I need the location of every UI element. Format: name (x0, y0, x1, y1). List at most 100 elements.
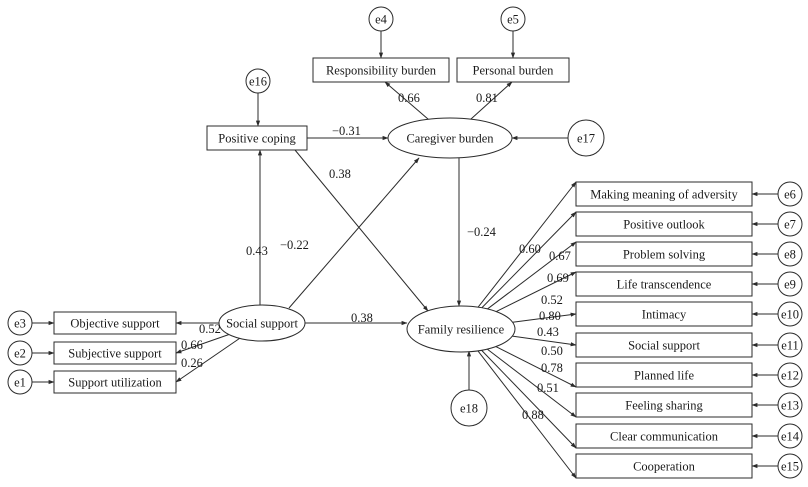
observed-label: Objective support (70, 317, 160, 331)
observed-label: Positive outlook (623, 218, 705, 232)
error-term-e2 (7, 340, 33, 366)
observed-label: Social support (628, 339, 700, 353)
observed-making-meaning (575, 181, 753, 207)
path-coefficient: −0.31 (332, 124, 361, 138)
labels-layer: 0.43−0.310.38−0.22−0.240.380.520.660.260… (181, 91, 571, 422)
observed-label: Planned life (634, 369, 695, 383)
error-label: e17 (577, 132, 595, 146)
latent-caregiver-burden (387, 117, 513, 159)
observed-label: Cooperation (633, 460, 696, 474)
loading-coefficient: 0.51 (537, 381, 559, 395)
observed-intimacy (575, 301, 753, 327)
loading-coefficient: 0.69 (547, 271, 569, 285)
loading-family-resilience-to-problem-solving (487, 241, 577, 310)
observed-label: Support utilization (68, 376, 162, 390)
loading-coefficient: 0.43 (537, 325, 559, 339)
error-label: e10 (781, 308, 799, 322)
loading-family-resilience-to-clear-communication (481, 349, 577, 449)
error-label: e5 (507, 13, 519, 27)
error-term-e17 (567, 119, 605, 157)
loading-coefficient: 0.52 (199, 322, 221, 336)
error-term-e18 (450, 389, 488, 427)
error-label: e16 (249, 75, 267, 89)
error-term-e15 (777, 453, 803, 479)
path-positive-coping-to-family-resilience (294, 149, 429, 312)
loading-social-support-to-support-utilization (175, 337, 240, 383)
loading-coefficient: 0.26 (181, 356, 203, 370)
observed-label: Clear communication (610, 430, 719, 444)
error-term-e12 (777, 362, 803, 388)
loading-coefficient: 0.66 (398, 91, 420, 105)
observed-personal-burden (456, 57, 570, 83)
error-term-e13 (777, 392, 803, 418)
error-label: e4 (375, 13, 388, 27)
loading-family-resilience-to-feeling-sharing (486, 348, 577, 418)
loading-family-resilience-to-cooperation (477, 350, 577, 479)
error-label: e18 (460, 402, 478, 416)
loading-coefficient: 0.80 (539, 309, 561, 323)
loading-coefficient: 0.88 (522, 408, 544, 422)
error-label: e7 (784, 218, 796, 232)
latent-label: Social support (226, 317, 298, 331)
observed-fr-social-support (575, 332, 753, 358)
loading-coefficient: 0.52 (541, 293, 563, 307)
path-coefficient: 0.38 (351, 311, 373, 325)
error-label: e6 (784, 188, 796, 202)
error-term-e7 (777, 211, 803, 237)
observed-label: Life transcendence (617, 278, 712, 292)
observed-label: Making meaning of adversity (590, 188, 738, 202)
observed-label: Feeling sharing (625, 399, 703, 413)
observed-problem-solving (575, 241, 753, 267)
error-label: e11 (781, 339, 799, 353)
path-coefficient: −0.22 (280, 238, 309, 252)
loading-caregiver-burden-to-responsibility-burden (384, 81, 429, 120)
path-coefficient: 0.43 (246, 244, 268, 258)
loading-caregiver-burden-to-personal-burden (470, 81, 513, 120)
error-term-e16 (245, 68, 271, 94)
latent-family-resilience (406, 305, 516, 353)
latent-label: Caregiver burden (406, 132, 494, 146)
observed-clear-communication (575, 423, 753, 449)
error-label: e3 (14, 317, 26, 331)
error-label: e1 (14, 376, 26, 390)
observed-feeling-sharing (575, 392, 753, 418)
observed-label: Positive coping (218, 132, 296, 146)
loading-coefficient: 0.67 (549, 249, 571, 263)
observed-planned-life (575, 362, 753, 388)
loading-coefficient: 0.78 (541, 361, 563, 375)
observed-life-transcendence (575, 271, 753, 297)
observed-objective-support (53, 311, 177, 335)
observed-label: Subjective support (68, 347, 162, 361)
loading-social-support-to-subjective-support (175, 334, 230, 354)
error-term-e10 (777, 301, 803, 327)
observed-label: Intimacy (642, 308, 687, 322)
error-term-e3 (7, 310, 33, 336)
error-term-e11 (777, 332, 803, 358)
observed-label: Problem solving (623, 248, 706, 262)
error-label: e14 (781, 430, 800, 444)
observed-cooperation (575, 453, 753, 479)
loading-family-resilience-to-positive-outlook (481, 211, 577, 309)
loading-family-resilience-to-life-transcendence (495, 271, 577, 313)
edges-layer (32, 31, 778, 479)
error-term-e4 (368, 6, 394, 32)
error-term-e9 (777, 271, 803, 297)
observed-label: Personal burden (473, 64, 555, 78)
loading-coefficient: 0.50 (541, 344, 563, 358)
latent-label: Family resilience (418, 323, 505, 337)
loading-coefficient: 0.81 (476, 91, 498, 105)
path-coefficient: −0.24 (467, 225, 497, 239)
error-term-e1 (7, 369, 33, 395)
error-term-e14 (777, 423, 803, 449)
loading-family-resilience-to-intimacy (512, 312, 577, 323)
error-label: e13 (781, 399, 799, 413)
error-label: e9 (784, 278, 796, 292)
loading-coefficient: 0.60 (519, 242, 541, 256)
error-term-e5 (500, 6, 526, 32)
error-label: e15 (781, 460, 799, 474)
path-social-support-to-caregiver-burden (288, 157, 420, 309)
observed-support-utilization (53, 370, 177, 394)
error-term-e6 (777, 181, 803, 207)
